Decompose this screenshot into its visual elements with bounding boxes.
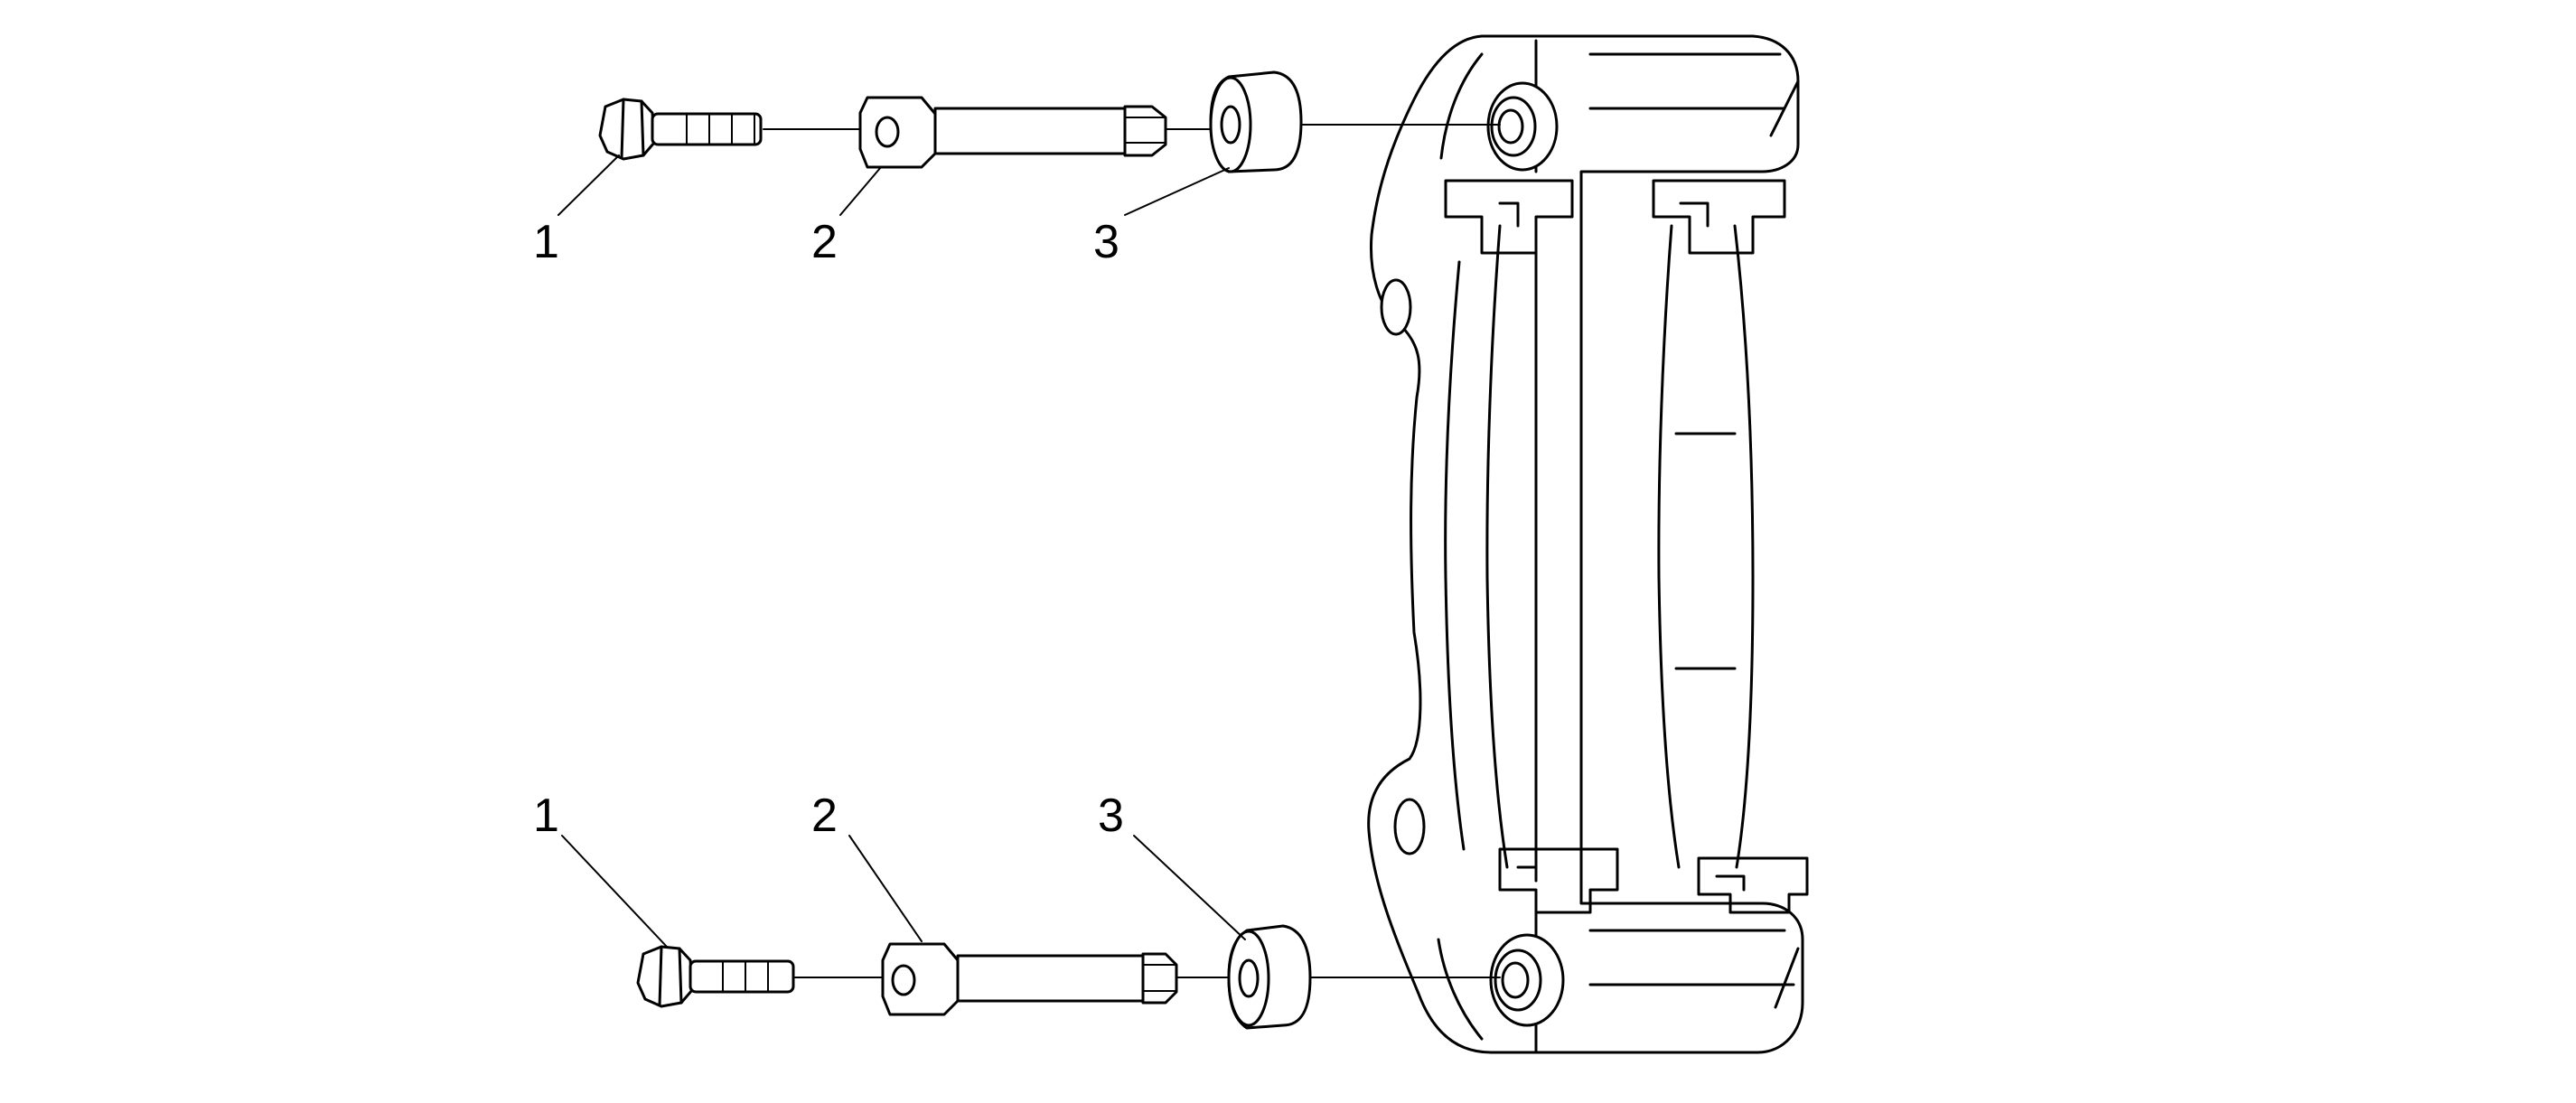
boot-icon: [1227, 924, 1312, 1030]
guide-pin-icon: [881, 942, 1178, 1016]
callout-guide-pin: 2: [811, 790, 838, 842]
callout-guide-pin: 2: [811, 216, 838, 268]
bottom-hardware-row: 1 2 3: [533, 790, 1501, 1030]
bolt-icon: [598, 98, 763, 161]
leader-line: [557, 154, 620, 216]
callout-bolt: 1: [533, 790, 559, 842]
boot-icon: [1209, 70, 1303, 173]
leader-line: [848, 835, 923, 942]
leader-line: [1124, 167, 1230, 216]
bracket-outline: [1367, 34, 1804, 1054]
lower-ear-hole: [1393, 798, 1426, 855]
top-hardware-row: 1 2 3: [533, 70, 1501, 268]
callout-boot: 3: [1098, 790, 1124, 842]
upper-ear-hole: [1380, 278, 1412, 336]
callout-boot: 3: [1093, 216, 1119, 268]
lower-mount-bore-inner: [1501, 961, 1530, 999]
leader-line: [561, 835, 668, 948]
upper-mount-bore-inner: [1497, 108, 1524, 145]
leader-line: [839, 166, 882, 216]
inner-right-rail: [1657, 224, 1755, 869]
upper-abutment-clips: [1444, 179, 1786, 255]
callout-bolt: 1: [533, 216, 559, 268]
lower-boss-face: [1437, 902, 1800, 1054]
caliper-bracket: [1367, 34, 1809, 1054]
inner-left-rail: [1444, 206, 1583, 878]
guide-pin-icon: [858, 96, 1167, 169]
bolt-icon: [636, 945, 795, 1008]
lower-abutment-clips: [1498, 847, 1809, 914]
leader-line: [1133, 835, 1246, 940]
